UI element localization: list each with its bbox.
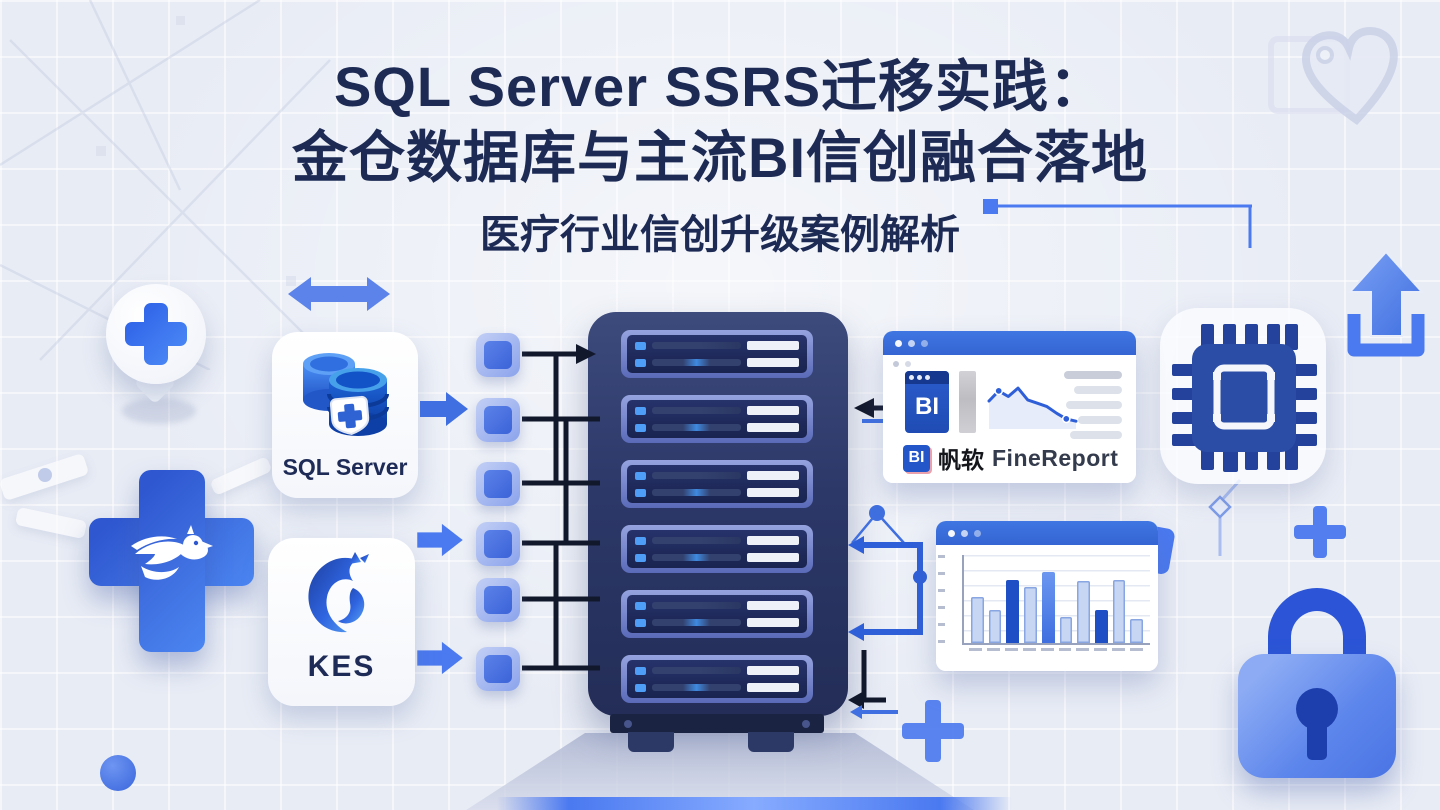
- connector-node: [476, 462, 520, 506]
- double-arrow-icon: [288, 277, 390, 311]
- server-foot: [748, 732, 794, 752]
- finereport-bi-window: BI BI 帆软 FineReport: [883, 331, 1136, 483]
- server-unit: [621, 395, 813, 443]
- server-rack: [588, 312, 848, 716]
- title-line-1: SQL Server SSRS迁移实践：: [333, 55, 1107, 118]
- product-name: FineReport: [992, 444, 1119, 471]
- server-foot: [628, 732, 674, 752]
- connector-node: [476, 647, 520, 691]
- flow-arrow-icon: [417, 641, 463, 675]
- browser-titlebar: [936, 521, 1158, 545]
- page-subtitle: 医疗行业信创升级案例解析: [480, 213, 960, 257]
- blue-dot-decoration: [100, 755, 136, 791]
- medical-cross-icon: [125, 303, 187, 365]
- kes-card-label: KES: [307, 650, 376, 683]
- bi-window-body: BI BI 帆软 FineReport: [883, 355, 1136, 483]
- lock-keyhole-stem: [1307, 716, 1327, 760]
- medical-cross-phoenix-icon: [89, 470, 254, 652]
- bar-chart-bars: [962, 555, 1150, 645]
- bottom-accent-bar: [497, 797, 1012, 810]
- server-base: [610, 714, 824, 733]
- bar-chart-xticks: [962, 645, 1150, 651]
- window-dot-icon: [974, 529, 981, 537]
- dot-decoration: [38, 468, 52, 482]
- cpu-chip-icon: [1172, 324, 1317, 472]
- window-dot-icon: [948, 529, 955, 537]
- kingbase-dragon-logo: [307, 552, 369, 633]
- text-skeleton-lines: [1064, 371, 1122, 439]
- server-unit: [621, 655, 813, 703]
- phoenix-bird-icon: [131, 525, 213, 580]
- window-dot-icon: [921, 339, 928, 347]
- plus-decoration: [1294, 506, 1346, 558]
- kes-card: KES: [268, 538, 415, 706]
- browser-titlebar: [883, 331, 1136, 355]
- window-dot-icon: [961, 529, 968, 537]
- map-pin-shadow: [122, 398, 196, 424]
- connector-node: [476, 398, 520, 442]
- page-title: SQL Server SSRS迁移实践： 金仓数据库与主流BI信创融合落地: [0, 52, 1440, 193]
- heart-icon: [1302, 27, 1398, 126]
- bar-chart-yticks: [938, 555, 945, 643]
- window-dot-icon: [908, 339, 915, 347]
- medical-pin-icon: [106, 284, 206, 384]
- bi-tile-header: [905, 371, 949, 384]
- server-unit: [621, 525, 813, 573]
- flow-arrow-icon: [420, 392, 468, 426]
- connector-node: [476, 333, 520, 377]
- dashboard-chart-window: [936, 521, 1158, 671]
- toolbar-dot: [893, 361, 899, 367]
- bar-chart-area: [936, 545, 1158, 671]
- gray-bar-decoration: [959, 371, 976, 433]
- plus-decoration: [902, 700, 964, 762]
- upload-arrow-icon: [1347, 250, 1425, 357]
- bi-tile-text: BI: [915, 393, 939, 420]
- window-dot-icon: [895, 339, 902, 347]
- vendor-name: 帆软: [938, 447, 984, 473]
- flow-arrow-icon: [417, 523, 463, 557]
- bi-trend-line-chart: [987, 386, 1078, 429]
- bi-app-tile: BI: [905, 371, 949, 433]
- server-unit: [621, 330, 813, 378]
- sql-server-database-icon: [303, 353, 389, 436]
- slab-decoration: [14, 506, 88, 540]
- server-unit: [621, 460, 813, 508]
- toolbar-dot: [905, 361, 911, 367]
- server-unit: [621, 590, 813, 638]
- connector-node: [476, 522, 520, 566]
- connector-node: [476, 578, 520, 622]
- title-line-2: 金仓数据库与主流BI信创融合落地: [292, 125, 1148, 189]
- bi-logo-badge: BI: [903, 444, 930, 472]
- finereport-brand-label: BI 帆软 FineReport: [903, 441, 1118, 475]
- sql-server-card: SQL Server: [272, 332, 418, 498]
- circuit-lines-decoration: [0, 0, 331, 370]
- sql-server-card-label: SQL Server: [282, 454, 408, 480]
